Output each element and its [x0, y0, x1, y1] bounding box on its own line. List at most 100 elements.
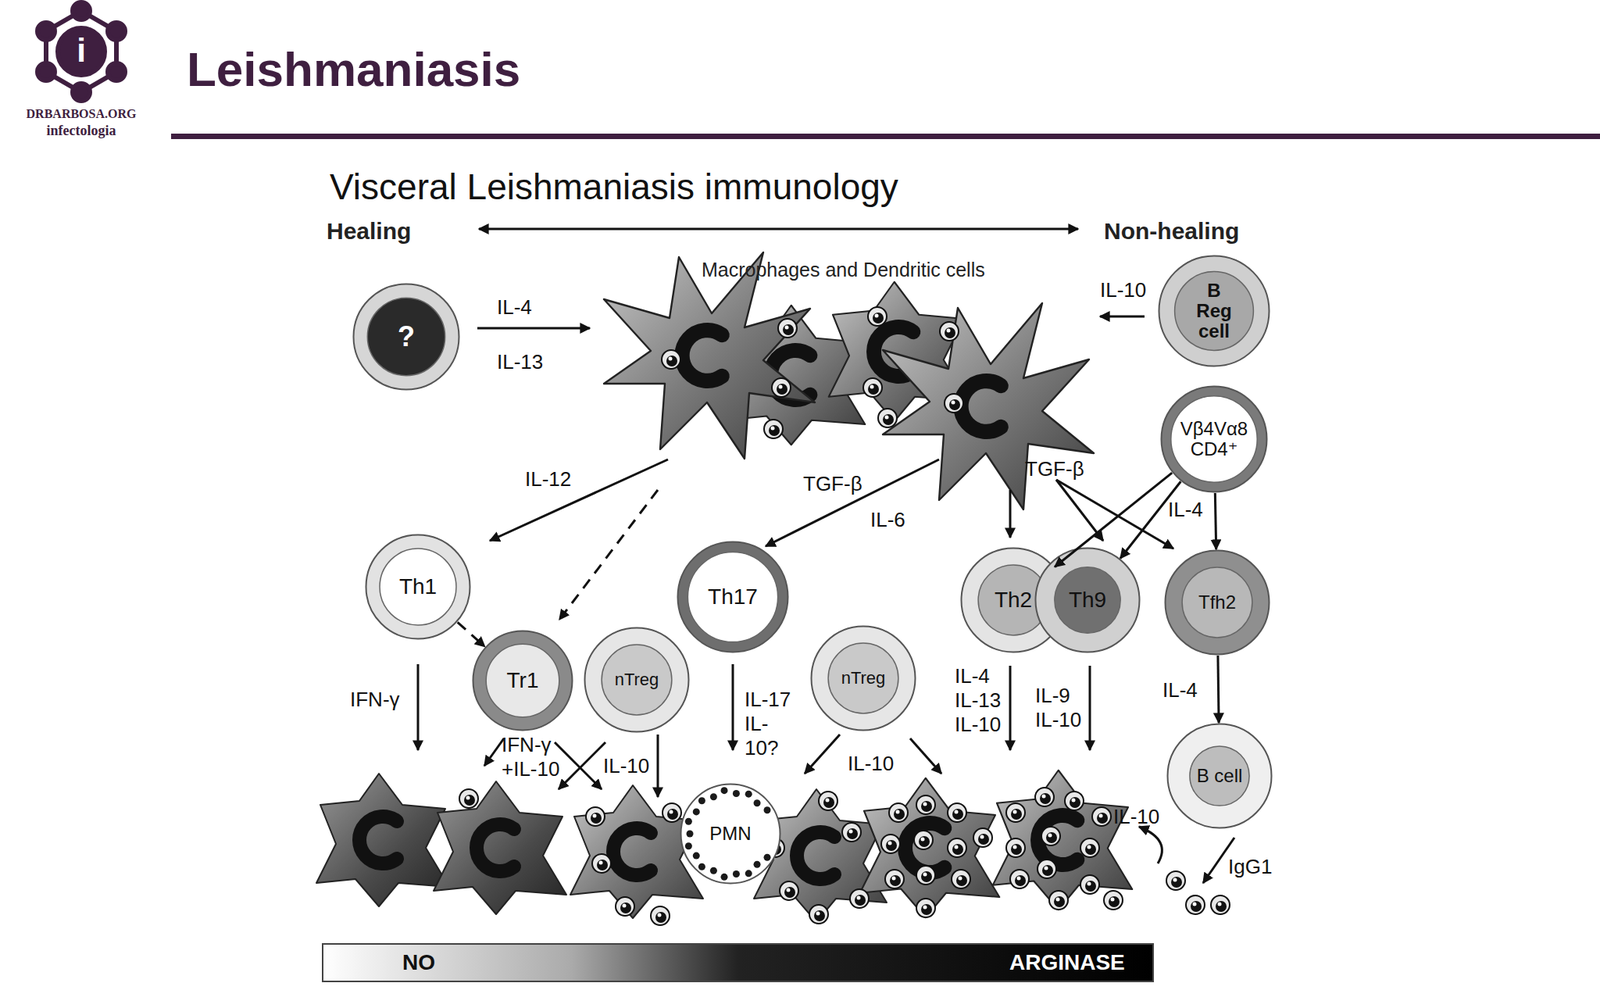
cell-circle: Th17 [676, 540, 790, 654]
cell-label: PMN [709, 823, 751, 844]
cell-label: Th17 [707, 585, 758, 609]
text-label: IFN-γ [350, 687, 400, 712]
header-rule [171, 133, 1600, 140]
parasite [951, 869, 971, 889]
text-label: IL-4 [496, 295, 533, 320]
cell-label: B Reg cell [1194, 280, 1234, 342]
parasite [842, 822, 861, 842]
arrow [804, 734, 840, 774]
parasite [1092, 807, 1111, 826]
cell-circle: Vβ4Vα8 CD4⁺ [1160, 385, 1268, 493]
parasite [1006, 838, 1025, 858]
parasite [809, 904, 829, 924]
parasite [1049, 890, 1068, 910]
connector [1214, 492, 1216, 550]
parasite [1041, 826, 1061, 846]
cell-circle: nTreg [810, 625, 917, 732]
cell-text-wrap: Tfh2 [1164, 549, 1271, 656]
cell-label: Th2 [994, 588, 1033, 612]
dendritic-cell [603, 252, 815, 459]
cell-membrane [1167, 724, 1272, 829]
cell-membrane [473, 631, 573, 731]
arrow [765, 459, 940, 547]
cell-nucleus [1054, 567, 1121, 633]
parasite [779, 881, 799, 900]
cell-label: B cell [1196, 765, 1243, 786]
text-label: IL-12 [525, 467, 572, 492]
connector [1054, 472, 1172, 567]
cell-label: Tfh2 [1198, 592, 1236, 613]
text-label: IL-9 IL-10 [1035, 683, 1083, 733]
cell-text-wrap: B cell [1166, 722, 1273, 829]
cell-text-wrap: nTreg [583, 626, 690, 733]
arrow [477, 327, 590, 330]
parasite [615, 896, 635, 916]
granule [685, 842, 693, 850]
cell-label: Vβ4Vα8 CD4⁺ [1175, 418, 1254, 460]
cell-text-wrap: Th1 [364, 533, 472, 640]
macrophage-row [316, 770, 1230, 925]
antibody [1166, 871, 1186, 890]
parasite [661, 350, 681, 369]
dashed-arrow [559, 489, 658, 620]
cell-text-wrap: Th17 [676, 540, 790, 654]
cell-label: Th9 [1068, 588, 1107, 612]
granule [745, 790, 753, 798]
text-label: ARGINASE [1009, 949, 1125, 976]
macrophage [828, 282, 969, 422]
arrow [1009, 665, 1012, 750]
text-label: IL-10 [1113, 804, 1160, 829]
parasite [585, 807, 605, 826]
cell-nucleus [1175, 271, 1254, 351]
parasite [914, 830, 933, 850]
cell-nucleus [687, 551, 778, 642]
edge-label: IL-4 [1162, 678, 1198, 703]
text-label: IL-10 [847, 751, 894, 776]
cell-label: ? [397, 321, 415, 353]
arrow [554, 742, 602, 790]
parasite [916, 865, 936, 885]
granule [732, 789, 740, 797]
text-label: NO [402, 949, 436, 976]
parasite [947, 838, 967, 858]
parasite [771, 378, 791, 397]
parasite [764, 419, 783, 439]
cell-membrane [681, 784, 781, 884]
cell-circle: nTreg [583, 626, 690, 733]
parasite [850, 889, 869, 908]
text-label: IL-10 [603, 753, 650, 779]
granule [685, 817, 693, 825]
cell-text-wrap: Vβ4Vα8 CD4⁺ [1160, 385, 1268, 493]
cell-membrane [1159, 256, 1270, 367]
granule [764, 853, 772, 861]
granule [732, 870, 740, 878]
dashed-connector [457, 621, 486, 647]
granule [692, 807, 700, 815]
cell-text-wrap: nTreg [810, 625, 917, 732]
text-label: IL-4 IL-13 IL-10 [954, 664, 1002, 738]
text-label: TGF-β [803, 471, 863, 497]
arrow [484, 738, 504, 766]
logo-dot [37, 22, 55, 40]
antibody [1210, 895, 1230, 915]
macrophage [570, 785, 704, 918]
text-label: IL-13 [496, 350, 543, 375]
cell-circle: Th9 [1034, 546, 1141, 654]
text-label: Non-healing [1103, 217, 1240, 246]
text-label: i [65, 31, 97, 71]
cell-text-wrap: Th9 [1034, 546, 1141, 654]
parasite [867, 307, 887, 326]
parasite [592, 853, 611, 873]
logo-dot [72, 2, 90, 20]
cell-text-wrap: B Reg cell [1157, 254, 1271, 368]
antibody [1185, 895, 1205, 915]
parasite [1035, 787, 1054, 807]
cell-label: nTreg [841, 668, 886, 688]
arrow [558, 742, 606, 790]
healing-axis [478, 228, 1079, 231]
text-label: DRBARBOSA.ORG [7, 106, 155, 122]
parasite [818, 791, 838, 811]
arrow [1089, 665, 1092, 750]
